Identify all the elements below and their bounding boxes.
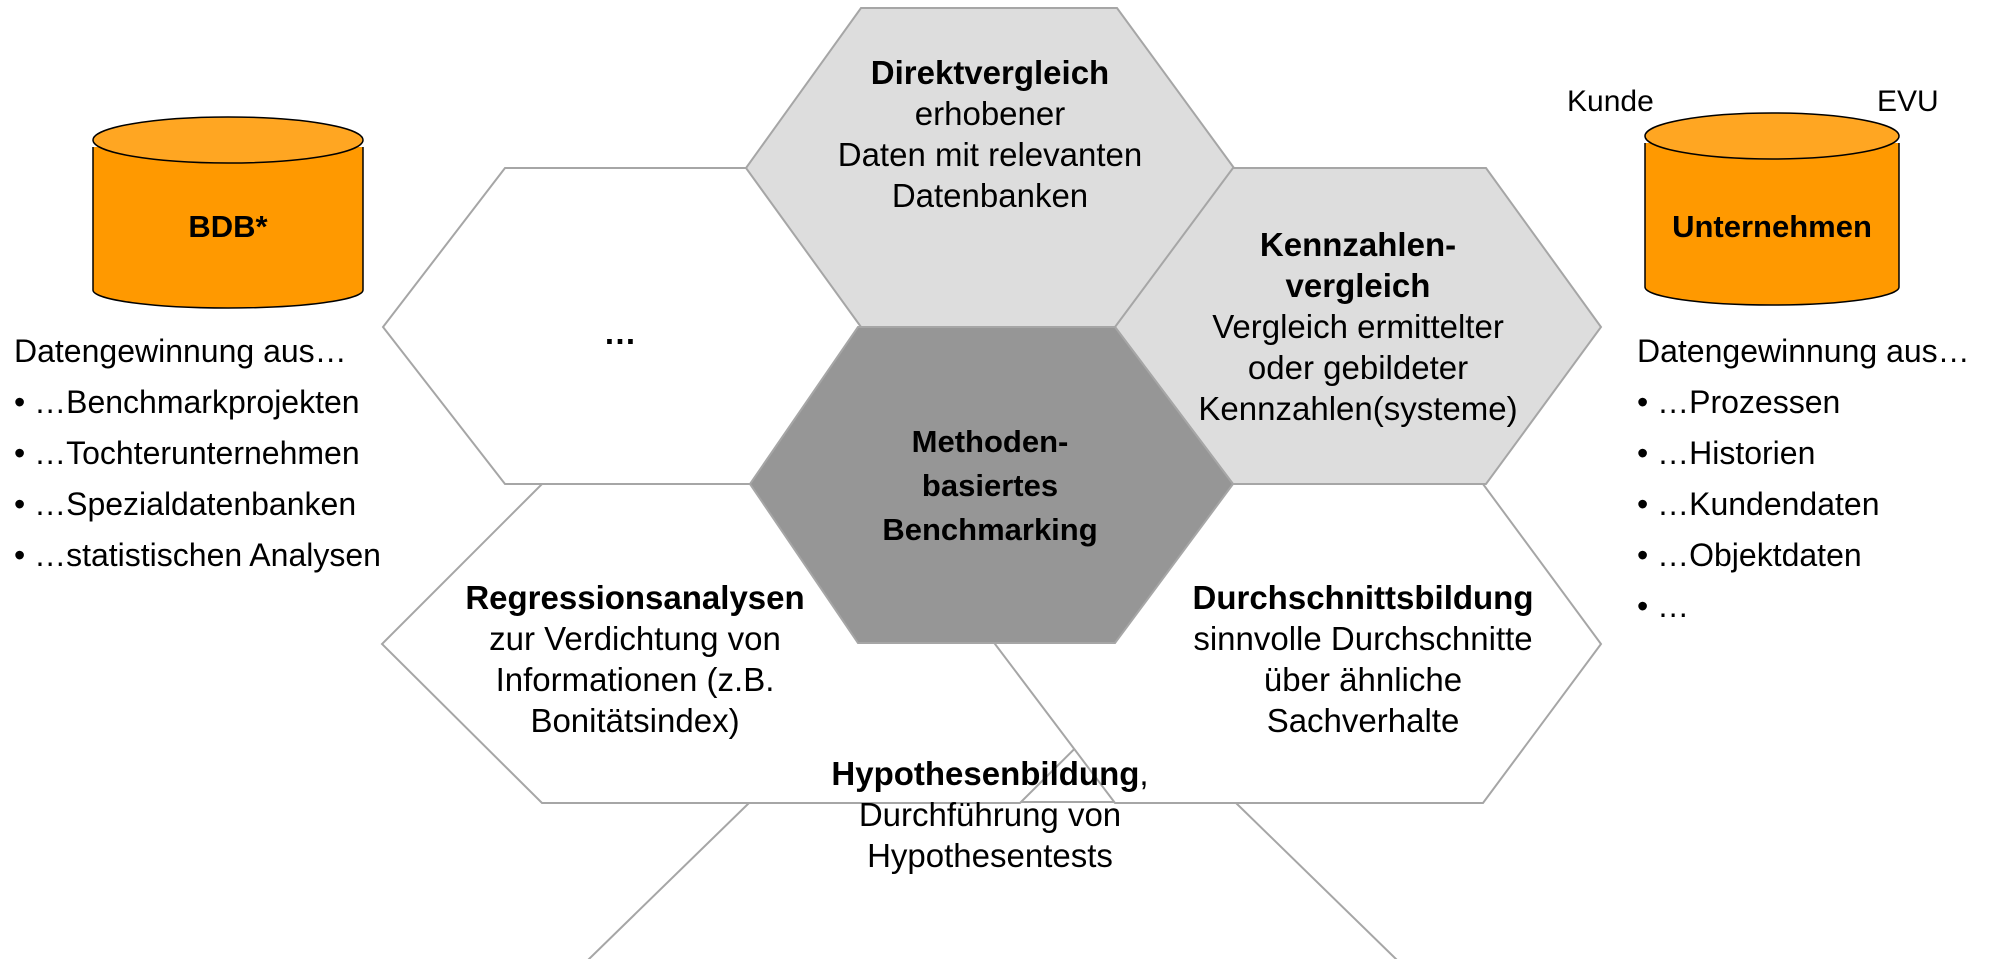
database-icon-left (92, 116, 364, 309)
hex-center-line: Methoden- (911, 424, 1069, 459)
hex-center-text: Methoden- basiertes Benchmarking (840, 420, 1140, 552)
db-right-label: Unternehmen (1672, 209, 1872, 244)
list-item: • …Spezialdatenbanken (14, 486, 357, 522)
hex-bottom-line: Hypothesentests (867, 837, 1113, 874)
hex-upper-right-text: Kennzahlen- vergleich Vergleich ermittel… (1178, 224, 1538, 429)
list-intro: Datengewinnung aus… (1637, 333, 1970, 369)
hex-upper-right-line: Kennzahlen(systeme) (1198, 390, 1518, 427)
list-item: • …Kundendaten (1637, 486, 1880, 522)
db-left-label: BDB* (188, 209, 268, 244)
hex-lower-left-title: Regressionsanalysen (465, 579, 805, 616)
db-right-body (1644, 143, 1900, 306)
hex-lower-left-line: Informationen (z.B. (495, 661, 775, 698)
list-item: • …Prozessen (1637, 384, 1841, 420)
hex-upper-right-title: Kennzahlen- (1259, 226, 1457, 263)
hex-lower-right-text: Durchschnittsbildung sinnvolle Durchschn… (1153, 577, 1573, 741)
list-item: • …statistischen Analysen (14, 537, 381, 573)
hex-lower-right-title: Durchschnittsbildung (1192, 579, 1534, 616)
hex-lower-left-line: Bonitätsindex) (530, 702, 740, 739)
corner-label-evu: EVU (1877, 85, 1939, 118)
hex-bottom-line: Durchführung von (858, 796, 1122, 833)
hex-upper-right-title: vergleich (1285, 267, 1431, 304)
left-source-list: Datengewinnung aus… • …Benchmarkprojekte… (14, 326, 381, 581)
list-item: • …Objektdaten (1637, 537, 1862, 573)
hex-top-text: Direktvergleich erhobener Daten mit rele… (780, 52, 1200, 216)
hex-upper-left-title: … (603, 314, 637, 351)
hex-lower-left-text: Regressionsanalysen zur Verdichtung von … (425, 577, 845, 741)
hex-bottom (587, 801, 1398, 959)
hex-top-line: erhobener (914, 95, 1066, 132)
hex-upper-left-text: … (500, 312, 740, 353)
hex-center (748, 326, 1235, 644)
hex-top-line: Daten mit relevanten (837, 136, 1143, 173)
list-intro: Datengewinnung aus… (14, 333, 347, 369)
list-item: • …Historien (1637, 435, 1816, 471)
hex-bottom-title-suffix: , (1139, 755, 1149, 792)
hex-top-title: Direktvergleich (870, 54, 1110, 91)
db-left-top (92, 116, 364, 164)
hex-center-line: basiertes (921, 468, 1059, 503)
hex-upper-right-line: Vergleich ermittelter (1212, 308, 1504, 345)
database-icon-right (1644, 112, 1900, 306)
right-source-list: Datengewinnung aus… • …Prozessen • …Hist… (1637, 326, 1970, 632)
list-item: • … (1637, 588, 1690, 624)
hex-upper-right-line: oder gebildeter (1247, 349, 1469, 386)
hex-bottom-title: Hypothesenbildung (831, 755, 1140, 792)
hex-lower-right-line: Sachverhalte (1266, 702, 1460, 739)
db-right-top (1644, 112, 1900, 160)
hex-lower-right-line: über ähnliche (1263, 661, 1463, 698)
corner-label-kunde: Kunde (1567, 85, 1654, 118)
hex-lower-left-line: zur Verdichtung von (489, 620, 781, 657)
list-item: • …Tochterunternehmen (14, 435, 360, 471)
list-item: • …Benchmarkprojekten (14, 384, 360, 420)
hex-top-line: Datenbanken (891, 177, 1089, 214)
db-left-body (92, 147, 364, 309)
hex-bottom-text: Hypothesenbildung, Durchführung von Hypo… (780, 753, 1200, 876)
hex-center-line: Benchmarking (882, 512, 1098, 547)
hex-lower-right-line: sinnvolle Durchschnitte (1193, 620, 1533, 657)
